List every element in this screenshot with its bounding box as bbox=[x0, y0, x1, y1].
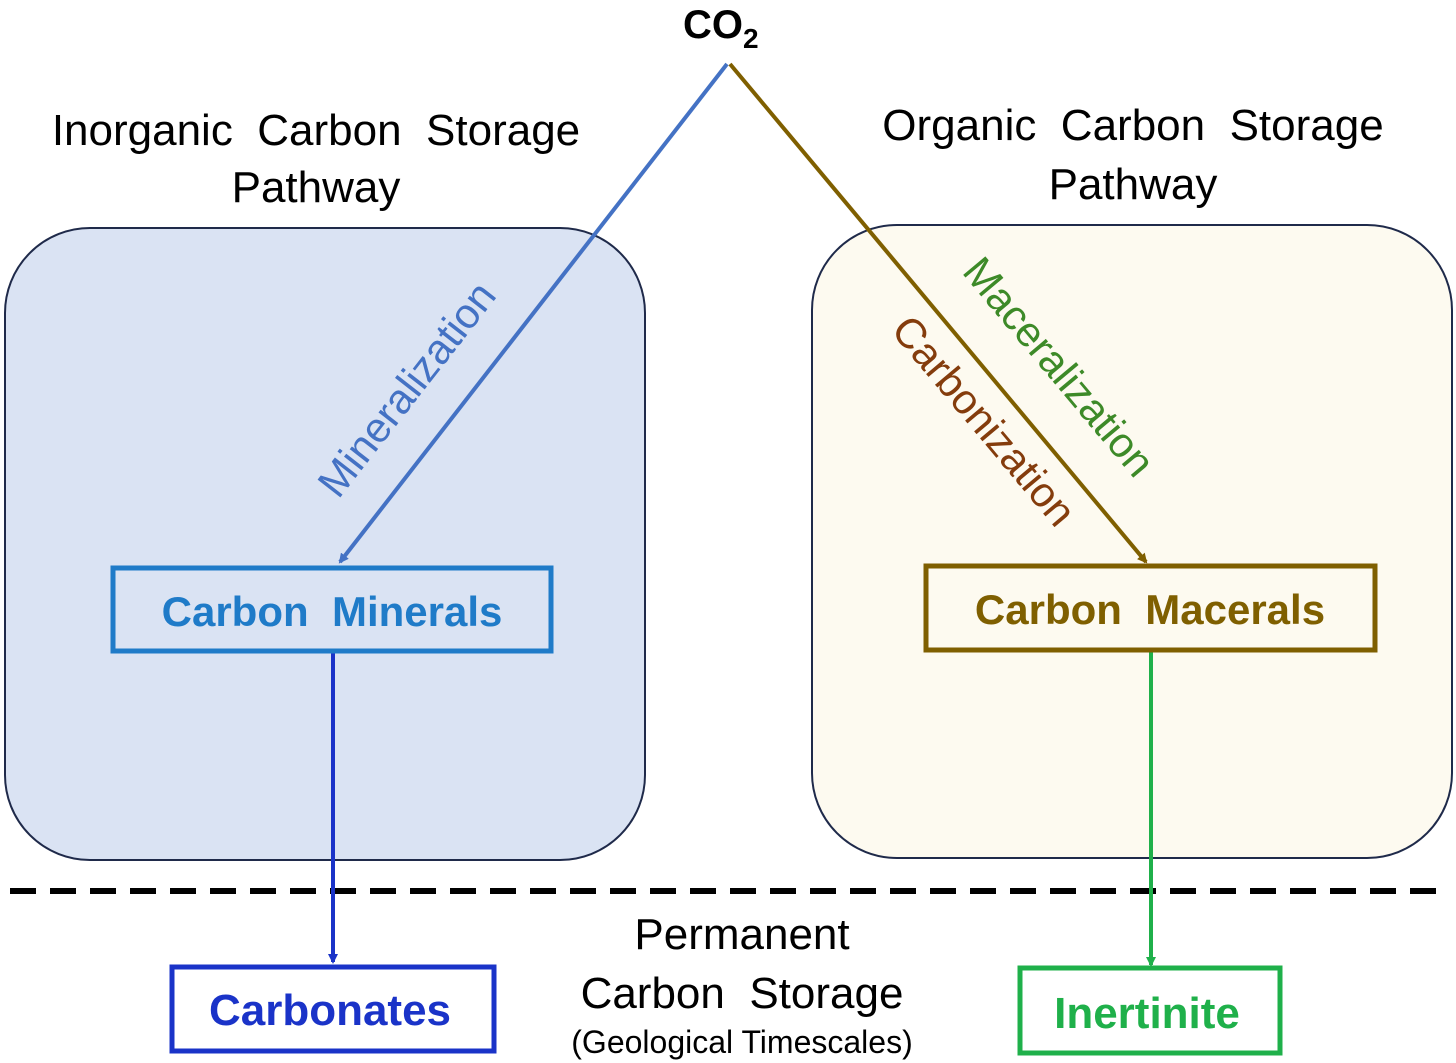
permanent-label-line1: Permanent bbox=[634, 910, 849, 959]
inertinite-box bbox=[1017, 965, 1283, 1056]
organic-pathway-panel bbox=[811, 224, 1453, 859]
permanent-label-line3: (Geological Timescales) bbox=[571, 1024, 912, 1060]
inorganic-pathway-panel bbox=[4, 227, 646, 861]
organic-title-line2: Pathway bbox=[1049, 160, 1218, 209]
co2-label: CO2 bbox=[683, 3, 759, 54]
inorganic-title-line1: Inorganic Carbon Storage bbox=[52, 106, 580, 155]
carbon-macerals-label: Carbon Macerals bbox=[975, 586, 1325, 633]
inorganic-title-line2: Pathway bbox=[232, 163, 401, 212]
organic-title-line1: Organic Carbon Storage bbox=[882, 101, 1383, 150]
maceral-arrow bbox=[728, 62, 1148, 564]
permanent-label-line2: Carbon Storage bbox=[581, 969, 904, 1018]
carbon-minerals-label: Carbon Minerals bbox=[162, 588, 503, 635]
co2-formula: CO bbox=[683, 3, 743, 47]
mineralization-arrow bbox=[338, 62, 729, 564]
carbonates-box bbox=[169, 964, 497, 1054]
carbonates-label: Carbonates bbox=[209, 986, 451, 1035]
inertinite-label: Inertinite bbox=[1054, 989, 1240, 1038]
carbon-minerals-box bbox=[110, 565, 554, 654]
co2-subscript: 2 bbox=[743, 23, 759, 54]
carbon-macerals-box bbox=[923, 563, 1378, 653]
